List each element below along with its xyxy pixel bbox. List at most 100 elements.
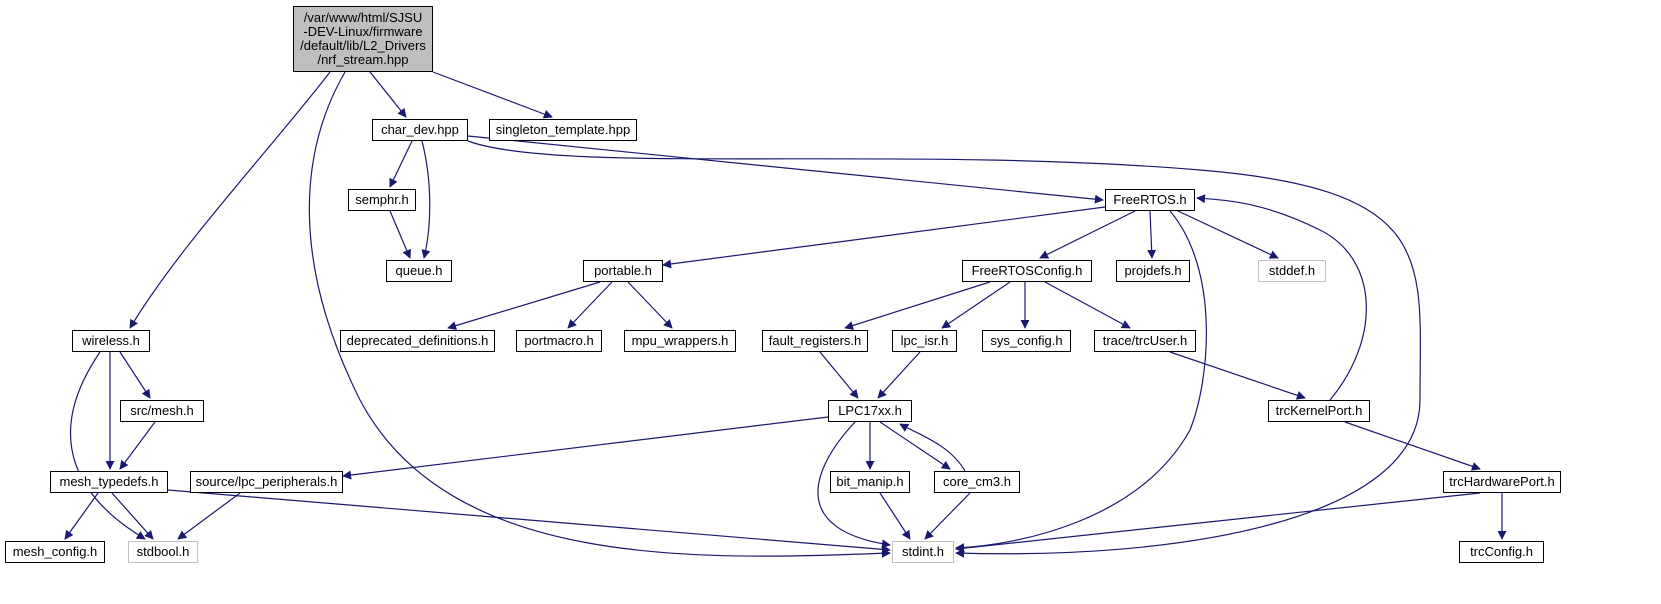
edge-portable-to-portmacro bbox=[567, 281, 613, 329]
node-semphr[interactable]: semphr.h bbox=[348, 189, 416, 211]
node-label: singleton_template.hpp bbox=[495, 122, 631, 137]
node-label: FreeRTOSConfig.h bbox=[971, 263, 1083, 278]
edge-trcuser-to-trckernelport bbox=[1169, 351, 1306, 400]
node-stdbool[interactable]: stdbool.h bbox=[128, 541, 198, 563]
node-label: mesh_typedefs.h bbox=[59, 474, 159, 489]
node-projdefs[interactable]: projdefs.h bbox=[1116, 260, 1190, 282]
edge-core_cm3-to-lpc17xx bbox=[899, 423, 966, 472]
node-label: semphr.h bbox=[355, 192, 409, 207]
node-label: sys_config.h bbox=[990, 333, 1063, 348]
edge-nrf_stream-to-char_dev bbox=[369, 71, 407, 118]
node-srcmesh[interactable]: src/mesh.h bbox=[120, 400, 204, 422]
node-lpc-isr[interactable]: lpc_isr.h bbox=[892, 330, 957, 352]
edge-fault_registers-to-lpc17xx bbox=[819, 351, 859, 399]
edge-lpc_peripherals-to-stdbool bbox=[177, 492, 241, 540]
edge-freertosconfig-to-lpc_isr bbox=[941, 281, 1011, 329]
node-label: fault_registers.h bbox=[768, 333, 862, 348]
edge-portable-to-mpu_wrappers bbox=[627, 281, 673, 329]
node-bit-manip[interactable]: bit_manip.h bbox=[830, 471, 910, 493]
node-label: queue.h bbox=[395, 263, 443, 278]
edge-semphr-to-queue bbox=[389, 210, 411, 259]
edge-freertos-to-freertosconfig bbox=[1039, 210, 1136, 259]
edge-bit_manip-to-stdint bbox=[879, 492, 911, 540]
edge-freertos-to-stddef bbox=[1177, 210, 1279, 259]
node-label: stdbool.h bbox=[136, 544, 190, 559]
node-label: src/mesh.h bbox=[130, 403, 194, 418]
edge-nrf_stream-to-singleton bbox=[432, 71, 553, 119]
node-label: mesh_config.h bbox=[12, 544, 98, 559]
edge-portable-to-deprecated bbox=[447, 281, 601, 330]
node-label: LPC17xx.h bbox=[838, 403, 902, 418]
node-label: /var/www/html/SJSU bbox=[303, 10, 423, 25]
edge-char_dev-to-freertos bbox=[467, 135, 1104, 204]
edge-char_dev-to-semphr bbox=[389, 140, 413, 188]
edge-char_dev-to-stdint bbox=[467, 140, 1422, 558]
node-nrf-stream[interactable]: /var/www/html/SJSU-DEV-Linux/firmware/de… bbox=[293, 6, 433, 72]
edge-srcmesh-to-mesh_typedefs bbox=[119, 421, 156, 470]
node-label: stdint.h bbox=[902, 544, 944, 559]
node-label: portmacro.h bbox=[524, 333, 594, 348]
node-stdint[interactable]: stdint.h bbox=[892, 541, 954, 563]
edge-trchardwareport-to-stdint bbox=[955, 492, 1481, 553]
edge-freertos-to-projdefs bbox=[1147, 210, 1157, 259]
node-lpc17xx[interactable]: LPC17xx.h bbox=[828, 400, 912, 422]
node-freertos[interactable]: FreeRTOS.h bbox=[1105, 189, 1195, 211]
node-singleton[interactable]: singleton_template.hpp bbox=[489, 119, 637, 141]
node-lpc-peripherals[interactable]: source/lpc_peripherals.h bbox=[190, 471, 343, 493]
node-core-cm3[interactable]: core_cm3.h bbox=[934, 471, 1020, 493]
node-label: source/lpc_peripherals.h bbox=[195, 474, 338, 489]
edge-core_cm3-to-stdint bbox=[924, 492, 971, 540]
edge-mesh_typedefs-to-mesh_config bbox=[64, 492, 99, 540]
edge-nrf_stream-to-stdint bbox=[308, 71, 891, 558]
node-label: core_cm3.h bbox=[943, 474, 1011, 489]
node-label: deprecated_definitions.h bbox=[346, 333, 489, 348]
node-freertosconfig[interactable]: FreeRTOSConfig.h bbox=[962, 260, 1092, 282]
node-queue[interactable]: queue.h bbox=[386, 260, 452, 282]
node-portable[interactable]: portable.h bbox=[583, 260, 663, 282]
node-mpu-wrappers[interactable]: mpu_wrappers.h bbox=[624, 330, 736, 352]
node-portmacro[interactable]: portmacro.h bbox=[516, 330, 602, 352]
node-label: portable.h bbox=[594, 263, 652, 278]
edge-lpc17xx-to-core_cm3 bbox=[879, 421, 951, 470]
edge-freertos-to-portable bbox=[662, 206, 1106, 269]
node-label: -DEV-Linux/firmware bbox=[303, 24, 423, 39]
edge-lpc17xx-to-lpc_peripherals bbox=[342, 416, 829, 480]
node-label: trcHardwarePort.h bbox=[1449, 474, 1555, 489]
node-label: /default/lib/L2_Drivers bbox=[300, 38, 426, 53]
edge-lpc17xx-to-stdint bbox=[817, 421, 891, 549]
edge-wireless-to-stdbool bbox=[70, 351, 146, 540]
node-stddef[interactable]: stddef.h bbox=[1258, 260, 1326, 282]
edge-trckernelport-to-freertos bbox=[1196, 194, 1367, 401]
node-trckernelport[interactable]: trcKernelPort.h bbox=[1268, 400, 1370, 422]
node-fault-registers[interactable]: fault_registers.h bbox=[762, 330, 868, 352]
node-label: projdefs.h bbox=[1124, 263, 1182, 278]
node-trcconfig[interactable]: trcConfig.h bbox=[1459, 541, 1544, 563]
node-label: FreeRTOS.h bbox=[1113, 192, 1187, 207]
node-label: trcConfig.h bbox=[1470, 544, 1533, 559]
node-label: stddef.h bbox=[1268, 263, 1316, 278]
node-sys-config[interactable]: sys_config.h bbox=[982, 330, 1071, 352]
edge-freertos-to-stdint bbox=[955, 210, 1207, 553]
edge-nrf_stream-to-wireless bbox=[129, 71, 331, 329]
edge-lpc_isr-to-lpc17xx bbox=[877, 351, 921, 399]
edge-trckernelport-to-trchardwareport bbox=[1344, 421, 1481, 471]
node-label: /nrf_stream.hpp bbox=[317, 52, 409, 67]
edge-freertosconfig-to-trcuser bbox=[1044, 281, 1131, 329]
edge-mesh_typedefs-to-stdbool bbox=[111, 492, 154, 540]
node-char-dev[interactable]: char_dev.hpp bbox=[372, 119, 468, 141]
edge-mesh_typedefs-to-stdint bbox=[167, 489, 891, 554]
node-wireless[interactable]: wireless.h bbox=[72, 330, 150, 352]
node-deprecated[interactable]: deprecated_definitions.h bbox=[340, 330, 495, 352]
node-trcuser[interactable]: trace/trcUser.h bbox=[1094, 330, 1196, 352]
node-label: bit_manip.h bbox=[836, 474, 904, 489]
node-mesh-typedefs[interactable]: mesh_typedefs.h bbox=[50, 471, 168, 493]
node-label: trcKernelPort.h bbox=[1275, 403, 1363, 418]
node-mesh-config[interactable]: mesh_config.h bbox=[5, 541, 105, 563]
node-label: char_dev.hpp bbox=[381, 122, 459, 137]
node-trchardwareport[interactable]: trcHardwarePort.h bbox=[1443, 471, 1561, 493]
edge-freertosconfig-to-fault_registers bbox=[844, 281, 991, 330]
node-label: lpc_isr.h bbox=[900, 333, 949, 348]
node-label: mpu_wrappers.h bbox=[631, 333, 729, 348]
node-label: trace/trcUser.h bbox=[1102, 333, 1188, 348]
